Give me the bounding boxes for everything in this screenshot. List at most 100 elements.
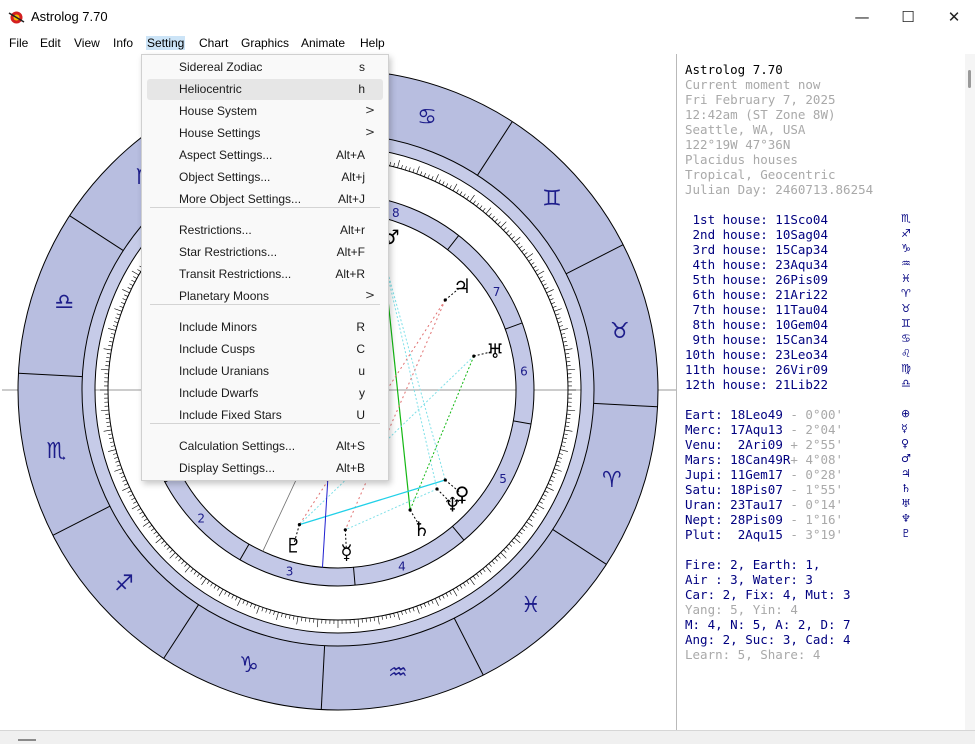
zodiac-sign-glyph: ♓: [521, 593, 541, 618]
info-zodiac: Tropical, Geocentric: [685, 167, 836, 182]
planet-row: Uran: 23Tau17 - 0°14': [685, 497, 843, 512]
minimize-icon: —: [854, 8, 870, 26]
menu-file[interactable]: File: [9, 36, 29, 50]
planet-row: Nept: 28Pis09 - 1°16': [685, 512, 843, 527]
planet-position: 2Aqu15: [730, 527, 783, 542]
menu-view[interactable]: View: [74, 36, 100, 50]
zodiac-sign-icon: ♏: [901, 212, 911, 225]
zodiac-sign-glyph: ♏: [46, 439, 66, 464]
menu-item-display-settings[interactable]: Display Settings...Alt+B: [147, 458, 383, 479]
submenu-arrow-icon: >: [364, 103, 375, 117]
aspect-line: [383, 257, 446, 481]
menu-item-label: Heliocentric: [179, 82, 242, 96]
menu-item-shortcut: Alt+F: [336, 245, 365, 259]
menu-item-shortcut: R: [356, 320, 365, 334]
planet-uranus-glyph: ♅: [486, 339, 504, 363]
house-cusp-line: [452, 526, 465, 541]
planet-pointer-line: [409, 509, 421, 528]
house-cusp-line: [239, 543, 250, 560]
zodiac-sign-icon: ♈: [901, 287, 911, 300]
menu-help[interactable]: Help: [360, 36, 385, 50]
summary-row: Car: 2, Fix: 4, Mut: 3: [685, 587, 851, 602]
menu-item-heliocentric[interactable]: Heliocentric h: [147, 79, 383, 100]
scrollbar-thumb[interactable]: [968, 70, 971, 88]
menu-item-label: Calculation Settings...: [179, 439, 296, 453]
planet-saturn-glyph: ♄: [412, 517, 430, 541]
menu-separator: [150, 207, 380, 208]
menu-item-house-settings[interactable]: House Settings>: [147, 123, 383, 144]
planet-name: Uran:: [685, 497, 723, 512]
menu-edit[interactable]: Edit: [40, 36, 61, 50]
close-button[interactable]: ✕: [931, 0, 975, 34]
planet-position: 2Ari09: [730, 437, 783, 452]
zodiac-sign-glyph: ♊: [542, 186, 562, 211]
zodiac-sign-glyph: ♑: [239, 653, 259, 678]
planet-point: [443, 298, 447, 302]
menu-item-house-system[interactable]: House System>: [147, 101, 383, 122]
menu-item-label: More Object Settings...: [179, 192, 302, 206]
menu-item-shortcut: Alt+A: [335, 148, 365, 162]
info-date: Fri February 7, 2025: [685, 92, 836, 107]
planet-position: 23Tau17: [730, 497, 783, 512]
maximize-button[interactable]: ☐: [885, 0, 931, 34]
menu-item-label: Aspect Settings...: [179, 148, 273, 162]
menu-item-planetary-moons[interactable]: Planetary Moons>: [147, 286, 383, 307]
menu-item-shortcut: C: [356, 342, 365, 356]
zodiac-sign-icon: ♓: [901, 272, 911, 285]
planet-pointer-line: [436, 488, 452, 504]
menu-item-shortcut: h: [358, 82, 365, 96]
menu-item-shortcut: Alt+J: [337, 192, 365, 206]
menu-setting[interactable]: Setting: [146, 36, 186, 50]
zodiac-sign-glyph: ♋: [417, 105, 437, 130]
submenu-arrow-icon: >: [364, 288, 375, 302]
menu-separator: [150, 304, 380, 305]
menu-item-restrictions[interactable]: Restrictions...Alt+r: [147, 220, 383, 241]
planet-row: Eart: 18Leo49 - 0°00': [685, 407, 843, 422]
menu-item-aspect-settings[interactable]: Aspect Settings... Alt+A: [147, 145, 383, 166]
menu-item-label: Restrictions...: [179, 223, 252, 237]
menu-bar: File Edit View Info Setting Chart Graphi…: [0, 34, 975, 54]
planet-position: 18Leo49: [730, 407, 783, 422]
planet-latitude: + 2°55': [782, 437, 844, 452]
planet-pointer-line: [473, 350, 494, 357]
house-number-label: 5: [499, 472, 507, 486]
menu-info[interactable]: Info: [113, 36, 134, 50]
planet-point: [408, 508, 412, 512]
summary-row: Yang: 5, Yin: 4: [685, 602, 798, 617]
panel-divider[interactable]: [676, 54, 677, 730]
menu-chart[interactable]: Chart: [199, 36, 229, 50]
summary-row: Fire: 2, Earth: 1,: [685, 557, 821, 572]
planet-row: Merc: 17Aqu13 - 2°04': [685, 422, 843, 437]
menu-item-label: Sidereal Zodiac: [179, 60, 263, 74]
horizontal-scrollbar[interactable]: [0, 730, 975, 744]
planet-name: Eart:: [685, 407, 723, 422]
menu-item-transit-restrictions[interactable]: Transit Restrictions...Alt+R: [147, 264, 383, 285]
menu-item-calculation-settings[interactable]: Calculation Settings...Alt+S: [147, 436, 383, 457]
planet-name: Nept:: [685, 512, 723, 527]
menu-item-object-settings[interactable]: Object Settings...Alt+j: [147, 167, 383, 188]
planet-icon: ⊕: [901, 407, 911, 420]
aspect-line: [299, 479, 446, 526]
zodiac-sign-icon: ♋: [901, 332, 911, 345]
planet-row: Venu: 2Ari09 + 2°55': [685, 437, 843, 452]
menu-graphics[interactable]: Graphics: [241, 36, 290, 50]
submenu-arrow-icon: >: [364, 125, 375, 139]
zodiac-sign-icon: ♑: [901, 242, 911, 255]
menu-animate[interactable]: Animate: [301, 36, 346, 50]
horizontal-scrollbar-thumb[interactable]: [18, 739, 36, 741]
menu-item-shortcut: u: [358, 364, 365, 378]
minimize-button[interactable]: —: [839, 0, 885, 34]
menu-item-star-restrictions[interactable]: Star Restrictions...Alt+F: [147, 242, 383, 263]
house-cusp-row: 1st house: 11Sco04: [685, 212, 828, 227]
aspect-line: [344, 299, 446, 531]
sign-boundary-line: [477, 121, 513, 176]
aspect-line: [383, 257, 438, 490]
menu-item-more-object-settings[interactable]: More Object Settings... Alt+J: [147, 189, 383, 210]
vertical-scrollbar[interactable]: [965, 54, 975, 730]
